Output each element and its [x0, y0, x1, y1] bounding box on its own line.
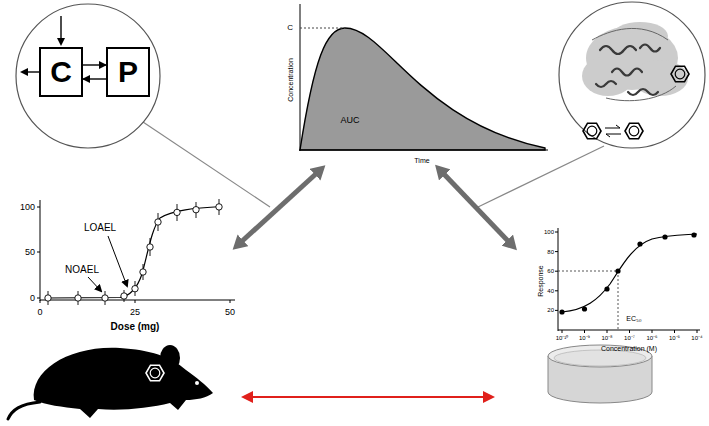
- compartment-model-circle: [16, 4, 160, 148]
- tick-label: 80: [547, 249, 554, 255]
- tick-label: 50: [25, 248, 35, 257]
- compartment-box: C: [39, 47, 83, 97]
- tick-label: 10⁻⁵: [669, 335, 680, 341]
- tick-label: 10⁻⁴: [691, 335, 702, 341]
- concentration-time-chart: [299, 4, 548, 151]
- tick-label: 20: [547, 307, 554, 313]
- compartment-label: C: [50, 57, 72, 87]
- dose-response-chart: [37, 199, 235, 305]
- protein-binding-circle: [559, 2, 705, 148]
- threshold-label: NOAEL: [65, 265, 99, 275]
- petri-dish: [548, 345, 652, 403]
- tick-label: 10⁻⁶: [646, 335, 657, 341]
- tick-label: 50: [225, 308, 235, 317]
- auc-label: AUC: [340, 116, 359, 125]
- axis-title: Concentration: [287, 58, 294, 102]
- cmax-label: C: [287, 24, 293, 32]
- tick-label: 0: [30, 294, 35, 303]
- concentration-response-chart: [555, 228, 700, 333]
- tick-label: 10⁻⁸: [601, 335, 612, 341]
- tick-label: 10⁻⁹: [579, 335, 590, 341]
- tick-label: 100: [20, 203, 35, 212]
- tick-label: 100: [544, 229, 554, 235]
- transfer-arrow: [83, 64, 106, 65]
- axis-title: Response: [537, 265, 544, 297]
- tick-label: 10⁻¹⁰: [556, 335, 569, 341]
- transfer-arrow: [83, 78, 106, 79]
- threshold-label: LOAEL: [84, 223, 116, 233]
- ec50-label: EC₅₀: [626, 315, 641, 322]
- tick-label: 25: [130, 308, 140, 317]
- axis-title: Dose (mg): [111, 322, 160, 332]
- tick-label: 60: [547, 268, 554, 274]
- link-lines: [143, 122, 604, 397]
- compartment-box: P: [106, 47, 150, 97]
- tick-label: 40: [547, 288, 554, 294]
- mouse-silhouette: [8, 345, 213, 419]
- axis-title: Time: [414, 157, 429, 164]
- axis-title: Concentration (M): [601, 345, 657, 352]
- tick-label: 0: [37, 308, 42, 317]
- tick-label: 10⁻⁷: [624, 335, 635, 341]
- compartment-label: P: [118, 57, 138, 87]
